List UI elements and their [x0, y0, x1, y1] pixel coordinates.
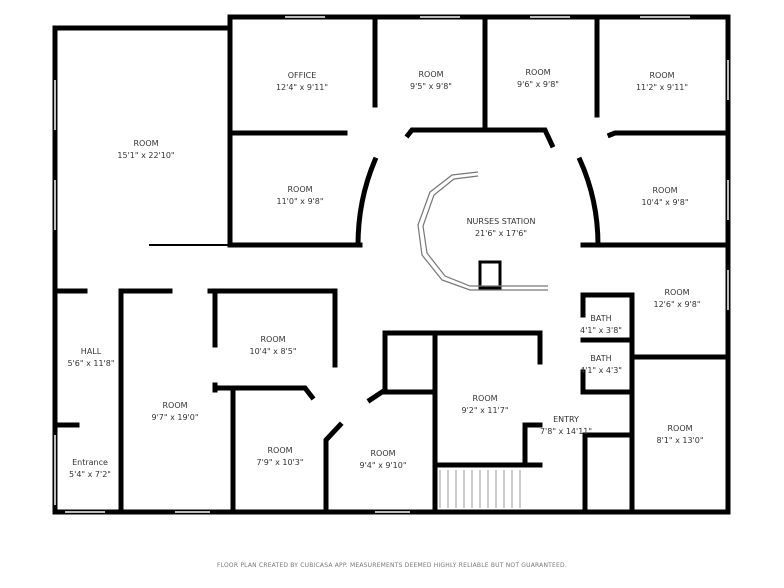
curved-wall [576, 156, 601, 248]
wall [404, 127, 556, 149]
wall [212, 288, 338, 368]
counter [478, 260, 502, 290]
wall [582, 432, 635, 515]
wall [580, 292, 635, 343]
wall [323, 421, 344, 515]
stairs [439, 470, 521, 508]
curved-wall [355, 156, 379, 248]
wall [366, 330, 438, 404]
wall [606, 130, 731, 139]
footer-disclaimer: FLOOR PLAN CREATED BY CUBICASA APP. MEAS… [217, 562, 567, 569]
windows [54, 16, 729, 513]
wall [432, 422, 543, 468]
wall [580, 292, 635, 395]
desk [417, 171, 548, 291]
outer-wall [52, 14, 731, 515]
wall [212, 385, 316, 401]
wall [432, 330, 543, 365]
walls [52, 14, 731, 515]
